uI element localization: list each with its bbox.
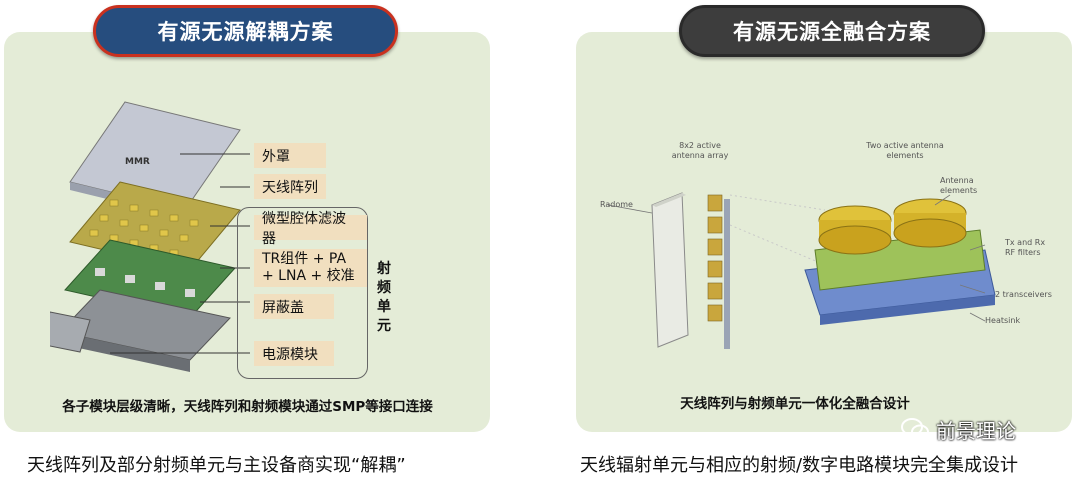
- decoupling-inner-caption: 各子模块层级清晰，天线阵列和射频模块通过SMP等接口连接: [62, 399, 433, 415]
- label-power-module: 电源模块: [254, 341, 334, 366]
- label-radome: 外罩: [254, 143, 326, 168]
- watermark-text: 前景理论: [936, 418, 1016, 443]
- rf-unit-label: 射频单元: [377, 261, 391, 334]
- fig-label-radome: Radome: [600, 200, 633, 209]
- full-integration-outer-caption: 天线辐射单元与相应的射频/数字电路模块完全集成设计: [580, 455, 1019, 476]
- label-antenna-array: 天线阵列: [254, 174, 326, 199]
- label-shield-cover: 屏蔽盖: [254, 294, 334, 319]
- full-integration-inner-caption: 天线阵列与射频单元一体化全融合设计: [680, 396, 910, 412]
- active-antenna-elements: [818, 198, 967, 255]
- fig-label-heatsink: Heatsink: [985, 316, 1021, 325]
- fig-label-elements-top: Two active antenna elements: [866, 141, 944, 160]
- power-module: [50, 311, 91, 353]
- fig-label-filters: Tx and Rx RF filters: [1005, 238, 1046, 257]
- wechat-icon: [901, 418, 929, 440]
- label-cavity-filter: 微型腔体滤波器: [254, 211, 367, 247]
- fig-label-transceivers: 2 transceivers: [995, 290, 1052, 299]
- integrated-aau-illustration: [607, 192, 996, 349]
- decoupling-title: 有源无源解耦方案: [93, 5, 398, 57]
- full-integration-title: 有源无源全融合方案: [679, 5, 985, 57]
- radome-column: [651, 192, 689, 348]
- svg-text:MMR: MMR: [125, 157, 150, 167]
- decoupling-outer-caption: 天线阵列及部分射频单元与主设备商实现“解耦”: [27, 455, 406, 476]
- exploded-assembly-illustration: MMR: [50, 101, 250, 372]
- fig-label-array: 8x2 active antenna array: [671, 141, 729, 160]
- label-tr-module: TR组件 + PA + LNA + 校准: [254, 249, 367, 287]
- wechat-watermark: 前景理论: [900, 412, 1060, 446]
- fig-label-antenna-elements: Antenna elements: [940, 176, 978, 195]
- rf-unit-bracket: [237, 207, 368, 379]
- antenna-element-array: [707, 194, 730, 349]
